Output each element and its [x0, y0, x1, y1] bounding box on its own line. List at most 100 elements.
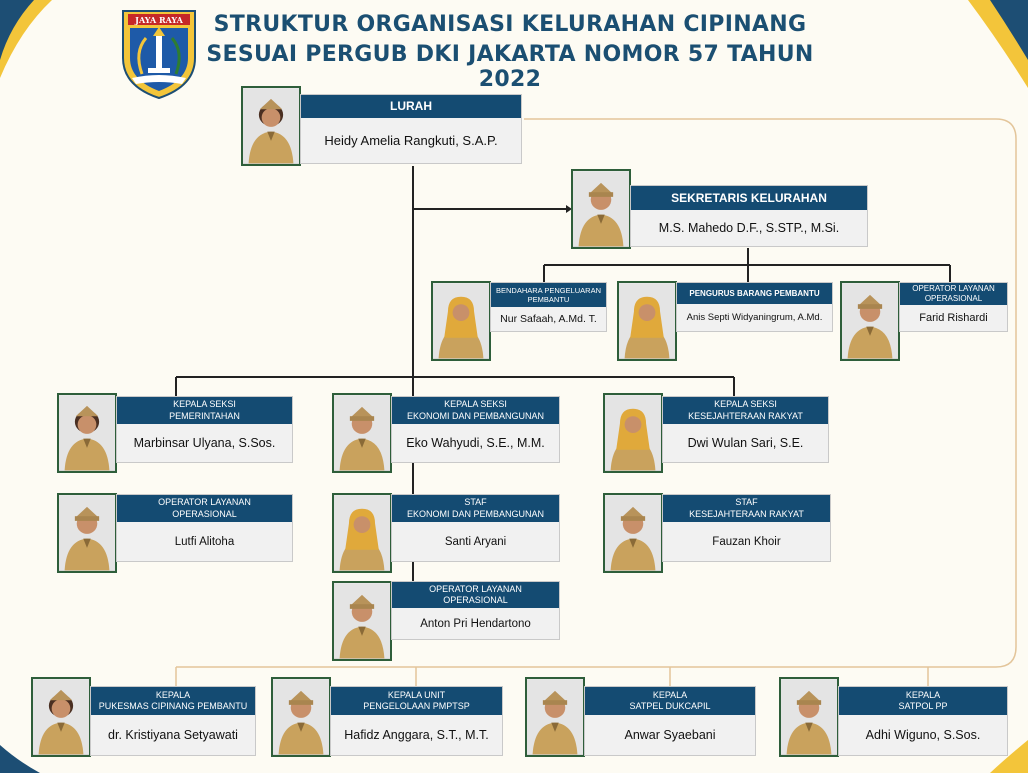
- person-name: Eko Wahyudi, S.E., M.M.: [406, 436, 545, 450]
- position-title-line: PEMBANTU: [527, 295, 570, 304]
- position-title-line: EKONOMI DAN PEMBANGUNAN: [406, 410, 545, 421]
- person-name: Lutfi Alitoha: [174, 535, 235, 548]
- person-name: Santi Aryani: [444, 535, 507, 548]
- position-title: LURAH: [301, 95, 521, 118]
- position-title-line: KEPALA SEKSI: [714, 399, 777, 410]
- position-title-line: OPERASIONAL: [924, 294, 983, 303]
- corner-decoration-bottom-left: [0, 745, 40, 773]
- photo-kasi-kesra: [603, 393, 663, 473]
- person-name: Heidy Amelia Rangkuti, S.A.P.: [324, 133, 498, 148]
- photo-lurah: [241, 86, 301, 166]
- person-name: Anis Septi Widyaningrum, A.Md.: [686, 312, 823, 323]
- corner-decoration-top-left: [0, 0, 52, 78]
- position-title-line: KEPALA: [652, 689, 688, 700]
- person-name: Anton Pri Hendartono: [420, 617, 531, 630]
- photo-kepala-pmptsp: [271, 677, 331, 757]
- position-title-line: PEMERINTAHAN: [169, 410, 240, 421]
- position-title: PENGURUS BARANG PEMBANTU: [677, 283, 832, 304]
- position-title-line: OPERASIONAL: [443, 595, 508, 605]
- position-title-line: EKONOMI DAN PEMBANGUNAN: [406, 508, 545, 519]
- person-name: Farid Rishardi: [919, 312, 988, 324]
- position-card-pengurus-barang: PENGURUS BARANG PEMBANTU Anis Septi Widya…: [676, 282, 833, 332]
- person-name: dr. Kristiyana Setyawati: [108, 728, 238, 742]
- photo-bendahara: [431, 281, 491, 361]
- position-title-line: KEPALA: [155, 689, 191, 700]
- position-title-line: KESEJAHTERAAN RAKYAT: [688, 410, 803, 421]
- position-title: SEKRETARIS KELURAHAN: [631, 186, 867, 210]
- person-name: Nur Safaah, A.Md. T.: [500, 313, 597, 325]
- person-name: Hafidz Anggara, S.T., M.T.: [344, 728, 489, 742]
- photo-staf-ekbang: [332, 493, 392, 573]
- corner-decoration-top-right: [968, 0, 1028, 88]
- position-title-line: PENGELOLAAN PMPTSP: [363, 701, 470, 711]
- position-title-line: PUKESMAS CIPINANG PEMBANTU: [98, 701, 248, 711]
- position-title-line: SATPEL DUKCAPIL: [629, 701, 711, 711]
- photo-sekretaris: [571, 169, 631, 249]
- photo-staf-kesra: [603, 493, 663, 573]
- person-name: M.S. Mahedo D.F., S.STP., M.Si.: [658, 221, 840, 235]
- position-title-line: KEPALA: [905, 689, 941, 700]
- position-card-lurah: LURAH Heidy Amelia Rangkuti, S.A.P.: [300, 94, 522, 164]
- position-title-line: SEKRETARIS KELURAHAN: [671, 190, 827, 205]
- position-title-line: STAF: [464, 497, 487, 508]
- page-title-line-1: STRUKTUR ORGANISASI KELURAHAN CIPINANG: [213, 12, 807, 37]
- position-title-line: LURAH: [390, 99, 432, 113]
- position-title-line: STAF: [735, 497, 758, 508]
- photo-operator-ekbang: [332, 581, 392, 661]
- person-name: Marbinsar Ulyana, S.Sos.: [133, 436, 276, 450]
- position-title-line: KEPALA UNIT: [387, 689, 446, 700]
- photo-pengurus-barang: [617, 281, 677, 361]
- photo-operator-sekretariat: [840, 281, 900, 361]
- jakarta-logo: JAYA RAYA: [122, 10, 196, 100]
- photo-kasi-pemerintahan: [57, 393, 117, 473]
- photo-kasi-ekbang: [332, 393, 392, 473]
- position-title-line: KEPALA SEKSI: [444, 399, 507, 410]
- position-title-line: PENGURUS BARANG PEMBANTU: [689, 288, 820, 298]
- photo-kepala-dukcapil: [525, 677, 585, 757]
- person-name: Fauzan Khoir: [712, 535, 781, 548]
- position-title-line: OPERATOR LAYANAN: [429, 583, 522, 594]
- corner-decoration-bottom-right: [990, 740, 1028, 773]
- position-title-line: OPERATOR LAYANAN: [158, 497, 251, 508]
- position-title-line: SATPOL PP: [898, 701, 948, 711]
- person-name: Adhi Wiguno, S.Sos.: [865, 728, 981, 742]
- position-title-line: OPERASIONAL: [172, 508, 237, 519]
- photo-kepala-puskesmas: [31, 677, 91, 757]
- position-title-line: OPERATOR LAYANAN: [912, 284, 995, 293]
- position-card-sekretaris: SEKRETARIS KELURAHAN M.S. Mahedo D.F., S.…: [630, 185, 868, 247]
- position-title-line: KESEJAHTERAAN RAKYAT: [689, 508, 804, 519]
- logo-text: JAYA RAYA: [134, 15, 183, 25]
- position-title-line: KEPALA SEKSI: [173, 399, 236, 410]
- position-title-line: BENDAHARA PENGELUARAN: [495, 285, 602, 295]
- person-name: Dwi Wulan Sari, S.E.: [687, 436, 804, 450]
- page-title-line-2: SESUAI PERGUB DKI JAKARTA NOMOR 57 TAHUN…: [206, 42, 814, 92]
- photo-operator-pemerintahan: [57, 493, 117, 573]
